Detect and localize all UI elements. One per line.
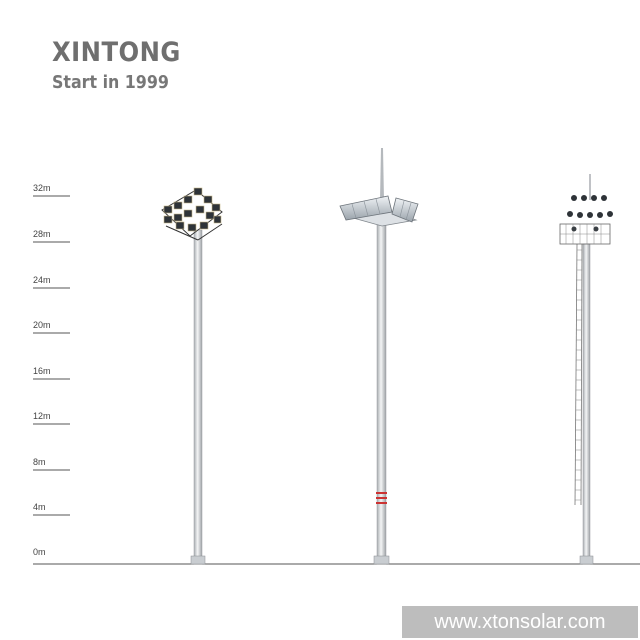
brand-tagline: Start in 1999 <box>52 72 169 93</box>
floodlight <box>607 211 613 217</box>
floodlight <box>213 215 222 224</box>
platform-railing <box>560 224 610 244</box>
ladder-rungs <box>575 249 582 501</box>
pole-shaft <box>376 213 387 565</box>
led-panel <box>391 197 419 223</box>
website-url-banner: www.xtonsolar.com <box>402 606 638 638</box>
floodlight <box>571 195 577 201</box>
floodlight-crown <box>161 187 223 241</box>
floodlight <box>581 195 587 201</box>
tick-label-20m: 20m <box>33 320 51 330</box>
tick-label-24m: 24m <box>33 275 51 285</box>
floodlight <box>163 215 173 224</box>
floodlight <box>163 205 173 214</box>
floodlight <box>601 195 607 201</box>
floodlight <box>593 226 599 232</box>
led-panel-crown <box>339 195 419 227</box>
floodlight <box>571 226 577 232</box>
ladder-rail <box>574 243 578 506</box>
high-mast-pole-lightning-rod <box>339 148 419 565</box>
pole-shaft <box>582 243 591 565</box>
tick-label-32m: 32m <box>33 183 51 193</box>
pole-band <box>376 492 387 494</box>
pole-shaft <box>193 229 203 565</box>
tick-label-28m: 28m <box>33 229 51 239</box>
floodlight <box>173 201 183 210</box>
crown-brace <box>197 223 223 241</box>
pole-band <box>376 497 387 499</box>
tick-label-12m: 12m <box>33 411 51 421</box>
ladder-rail <box>580 243 583 506</box>
floodlight <box>591 195 597 201</box>
pole-band <box>376 502 387 504</box>
floodlight <box>195 205 205 214</box>
floodlight <box>567 211 573 217</box>
high-mast-pole-service-ladder <box>559 174 613 565</box>
pole-base <box>579 555 594 565</box>
service-ladder <box>574 243 583 506</box>
lamp-platform <box>559 195 613 245</box>
brand-header: XINTONG Start in 1999 <box>52 38 195 94</box>
floodlight <box>205 211 215 220</box>
floodlight <box>203 195 213 204</box>
panel-grid <box>375 198 381 215</box>
height-scale: 32m 28m 24m 20m 16m 12m 8m 4m 0m <box>33 183 70 557</box>
floodlight <box>193 187 203 196</box>
floodlight <box>175 221 185 230</box>
floodlight <box>211 203 221 212</box>
tick-label-16m: 16m <box>33 366 51 376</box>
floodlight <box>173 213 183 222</box>
high-mast-pole-square-crown <box>161 187 223 565</box>
floodlight <box>183 195 193 204</box>
tick-label-4m: 4m <box>33 502 46 512</box>
panel-grid <box>405 202 412 221</box>
panel-grid <box>351 203 357 219</box>
tick-label-0m: 0m <box>33 547 46 557</box>
lightning-rod <box>380 148 384 200</box>
brand-name: XINTONG <box>52 37 181 68</box>
panel-grid <box>399 200 405 218</box>
floodlight <box>597 212 603 218</box>
floodlight <box>183 209 193 218</box>
pole-base <box>373 555 390 565</box>
crown-brace <box>165 225 199 241</box>
floodlight <box>587 212 593 218</box>
floodlight <box>577 212 583 218</box>
panel-grid <box>363 200 369 217</box>
floodlight <box>199 221 209 230</box>
pole-base <box>190 555 206 565</box>
tick-label-8m: 8m <box>33 457 46 467</box>
floodlight <box>187 223 197 232</box>
